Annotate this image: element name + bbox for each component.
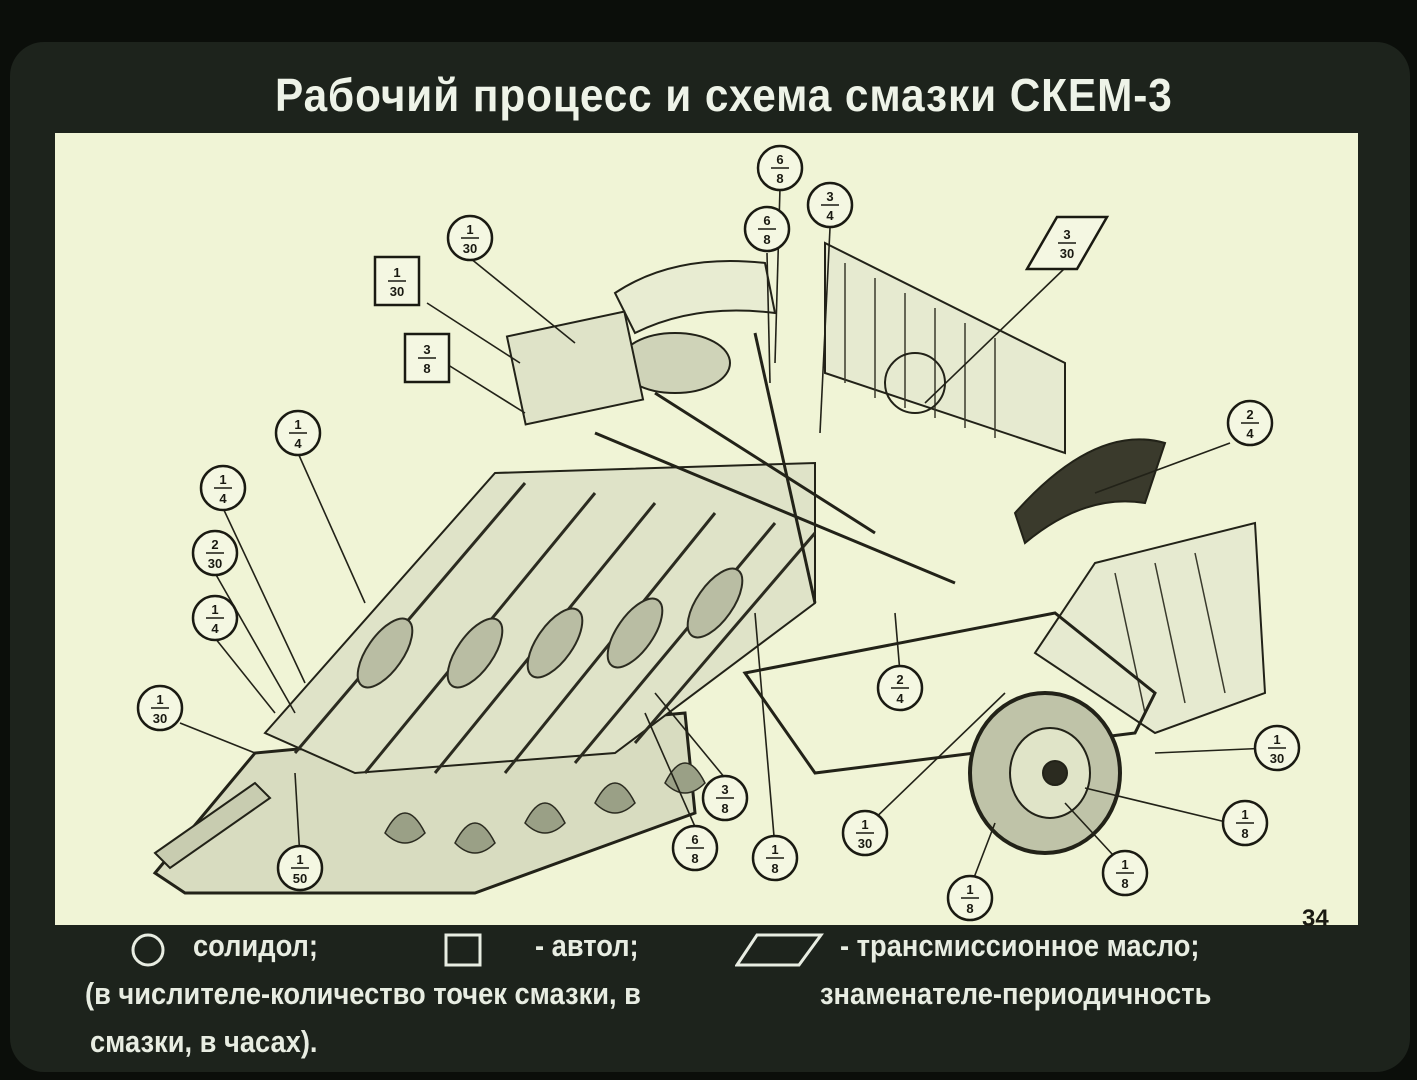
callout-numerator: 1 (466, 222, 473, 237)
callout-numerator: 1 (861, 817, 868, 832)
leader-lines (179, 187, 1271, 889)
lubrication-point-callout: 18 (1221, 799, 1269, 847)
slide-title: Рабочий процесс и схема смазки СКЕМ-3 (275, 69, 1173, 121)
callout-denominator: 8 (1241, 826, 1248, 841)
callout-numerator: 1 (1121, 857, 1128, 872)
callout-denominator: 30 (208, 556, 222, 571)
callout-numerator: 1 (294, 417, 301, 432)
callout-denominator: 8 (423, 361, 430, 376)
callout-denominator: 8 (721, 801, 728, 816)
callout-numerator: 3 (826, 189, 833, 204)
lubrication-point-callout: 14 (191, 594, 239, 642)
lubrication-point-callout: 130 (841, 809, 889, 857)
lubrication-point-callout: 68 (756, 144, 804, 192)
callout-denominator: 4 (826, 208, 834, 223)
callout-numerator: 6 (691, 832, 698, 847)
parallelogram-legend-icon (735, 933, 824, 967)
callout-denominator: 30 (463, 241, 477, 256)
square-legend-icon (444, 933, 482, 967)
callout-numerator: 3 (1063, 227, 1070, 242)
legend-note-part3: смазки, в часах). (90, 1024, 318, 1059)
lubrication-point-callout: 38 (403, 332, 451, 384)
page-number: 34 (1302, 905, 1329, 932)
callout-numerator: 1 (1273, 732, 1280, 747)
lubrication-point-callout: 14 (274, 409, 322, 457)
lubrication-point-callout: 38 (701, 774, 749, 822)
callout-denominator: 30 (390, 284, 404, 299)
callout-numerator: 6 (776, 152, 783, 167)
callout-denominator: 4 (211, 621, 219, 636)
callout-numerator: 2 (896, 672, 903, 687)
callout-numerator: 2 (1246, 407, 1253, 422)
lubrication-point-callout: 68 (671, 824, 719, 872)
lubrication-point-callout: 18 (751, 834, 799, 882)
lubrication-point-callout: 130 (446, 214, 494, 262)
callout-denominator: 8 (691, 851, 698, 866)
callout-denominator: 8 (1121, 876, 1128, 891)
callout-numerator: 2 (211, 537, 218, 552)
lubrication-point-callout: 130 (136, 684, 184, 732)
legend-note-part1: (в числителе-количество точек смазки, в (85, 976, 641, 1011)
harvester-illustration (152, 241, 1267, 895)
legend-note-part2: знаменателе-периодичность (820, 976, 1212, 1011)
lubrication-point-callout: 24 (876, 664, 924, 712)
callout-denominator: 8 (776, 171, 783, 186)
lubrication-point-callout: 230 (191, 529, 239, 577)
callout-denominator: 8 (771, 861, 778, 876)
lubrication-point-callout: 14 (199, 464, 247, 512)
lubrication-point-callout: 34 (806, 181, 854, 229)
lubrication-point-callout: 18 (946, 874, 994, 922)
callout-numerator: 1 (966, 882, 973, 897)
callout-denominator: 50 (293, 871, 307, 886)
lubrication-point-callout: 130 (373, 255, 421, 307)
callout-denominator: 4 (896, 691, 904, 706)
callout-layer: 6834681301303833014142301413024241301818… (136, 144, 1301, 922)
lubrication-point-callout: 68 (743, 205, 791, 253)
callout-denominator: 4 (219, 491, 227, 506)
callout-numerator: 3 (423, 342, 430, 357)
callout-denominator: 30 (153, 711, 167, 726)
callout-numerator: 1 (296, 852, 303, 867)
lubrication-point-callout: 18 (1101, 849, 1149, 897)
callout-numerator: 1 (1241, 807, 1248, 822)
legend-circle-label: солидол; (193, 928, 318, 963)
callout-numerator: 6 (763, 213, 770, 228)
harvester-diagram: 6834681301303833014142301413024241301818… (136, 144, 1301, 922)
lubrication-point-callout: 150 (276, 844, 324, 892)
lubrication-point-callout: 330 (1024, 215, 1110, 271)
callout-numerator: 3 (721, 782, 728, 797)
lubrication-point-callout: 24 (1226, 399, 1274, 447)
callout-numerator: 1 (219, 472, 226, 487)
callout-denominator: 8 (966, 901, 973, 916)
callout-numerator: 1 (156, 692, 163, 707)
callout-numerator: 1 (211, 602, 218, 617)
callout-numerator: 1 (393, 265, 400, 280)
callout-denominator: 30 (858, 836, 872, 851)
lubrication-point-callout: 130 (1253, 724, 1301, 772)
callout-denominator: 8 (763, 232, 770, 247)
circle-legend-icon (131, 933, 165, 967)
legend-square-label: - автол; (535, 928, 639, 963)
legend-parallelogram-label: - трансмиссионное масло; (840, 928, 1200, 963)
callout-denominator: 4 (294, 436, 302, 451)
callout-denominator: 30 (1270, 751, 1284, 766)
callout-denominator: 30 (1060, 246, 1074, 261)
callout-numerator: 1 (771, 842, 778, 857)
callout-denominator: 4 (1246, 426, 1254, 441)
square-callout-frame (403, 332, 451, 384)
